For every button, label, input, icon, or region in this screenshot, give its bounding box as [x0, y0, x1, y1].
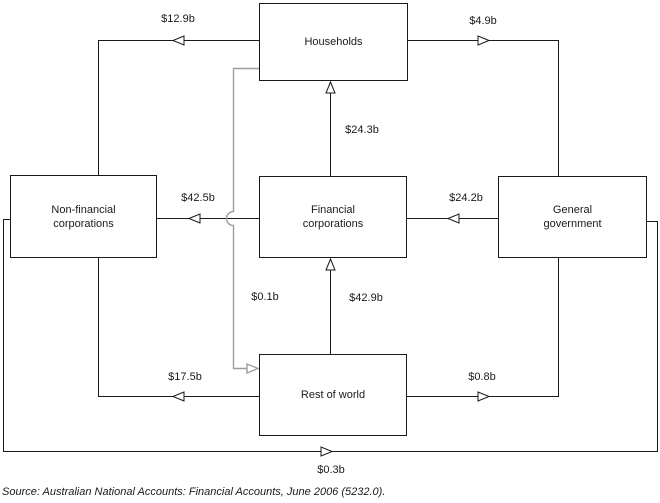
arrowhead-row-to-nfc [171, 391, 185, 402]
flow-value-fin-to-nfc: $42.5b [179, 192, 217, 204]
node-non-financial-corporations: Non-financial corporations [10, 175, 157, 258]
node-financial-corporations: Financial corporations [259, 176, 407, 258]
node-rest-of-world: Rest of world [259, 354, 407, 436]
arrowhead-row-to-gov [477, 391, 491, 402]
flow-value-households-to-nfc: $12.9b [159, 13, 197, 25]
arrowhead-row-to-fin [325, 257, 336, 271]
arrowhead-nfc-to-gov [320, 446, 334, 457]
arrowhead-households-to-row [246, 362, 260, 375]
flow-line-households-to-gov [407, 40, 559, 176]
flow-line-row-to-nfc [98, 258, 260, 397]
arrowhead-gov-to-fin [446, 213, 460, 224]
flow-value-gov-to-fin: $24.2b [447, 192, 485, 204]
flow-value-row-to-fin: $42.9b [347, 292, 385, 304]
flow-value-row-to-nfc: $17.5b [166, 371, 204, 383]
flow-line-households-to-row [225, 67, 260, 370]
flow-value-fin-to-households: $24.3b [343, 124, 381, 136]
flow-value-nfc-to-gov: $0.3b [315, 464, 347, 476]
flow-value-row-to-gov: $0.8b [466, 371, 498, 383]
flow-line-households-to-nfc [98, 40, 260, 175]
node-households: Households [259, 3, 408, 81]
flow-value-households-to-row: $0.1b [249, 291, 281, 303]
source-note: Source: Australian National Accounts: Fi… [2, 486, 386, 498]
arrowhead-fin-to-households [325, 80, 336, 94]
arrowhead-households-to-gov [477, 35, 491, 46]
flow-line-row-to-gov [406, 258, 559, 397]
arrowhead-fin-to-nfc [187, 213, 201, 224]
flow-value-households-to-gov: $4.9b [467, 15, 499, 27]
arrowhead-households-to-nfc [171, 35, 185, 46]
node-general-government: General government [498, 176, 647, 258]
